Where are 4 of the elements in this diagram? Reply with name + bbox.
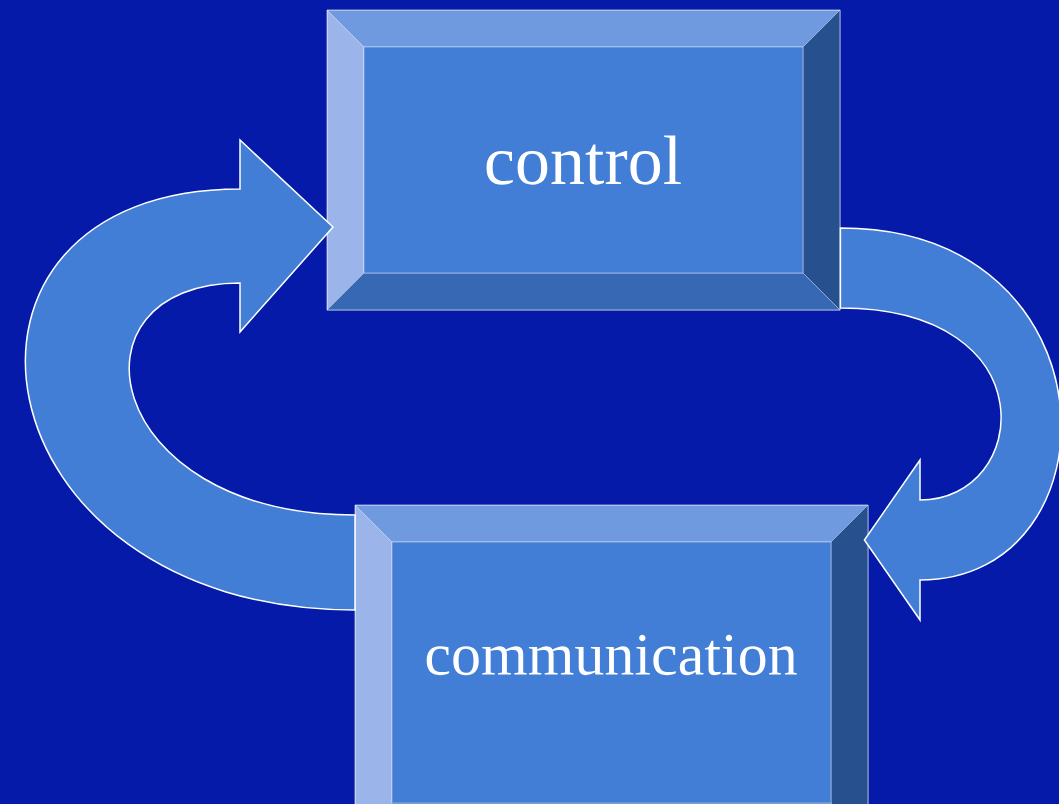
beveled-box: control [326, 9, 841, 311]
curved-arrow [839, 227, 1059, 621]
curved-arrow [25, 139, 356, 611]
beveled-box: communication [354, 504, 869, 804]
